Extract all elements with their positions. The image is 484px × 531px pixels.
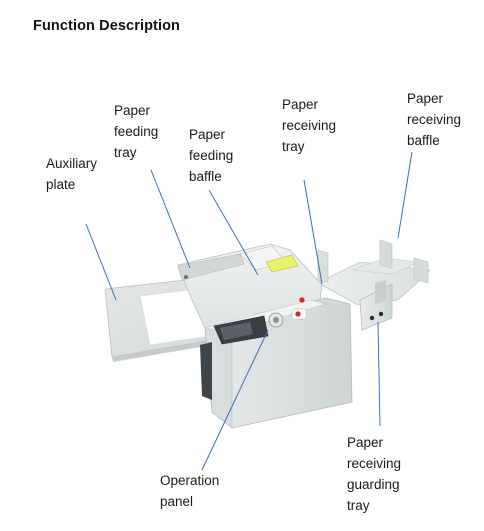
operation-panel [213,297,307,345]
label-auxiliary-plate: Auxiliary plate [46,156,98,192]
label-paper-feeding-baffle: Paper feeding baffle [189,127,234,184]
label-paper-receiving-tray: Paper receiving tray [282,97,337,154]
label-paper-receiving-guarding-tray: Paper receiving guarding tray [347,435,402,513]
label-paper-feeding-tray: Paper feeding tray [114,103,159,160]
paper-receiving-guarding-tray [359,280,393,331]
start-button-icon [295,311,301,317]
paper-receiving-baffle [317,239,429,284]
page-title: Function Description [33,18,180,34]
label-operation-panel: Operation panel [160,473,220,509]
leader-lines [85,151,413,471]
label-paper-receiving-baffle: Paper receiving baffle [407,91,462,148]
